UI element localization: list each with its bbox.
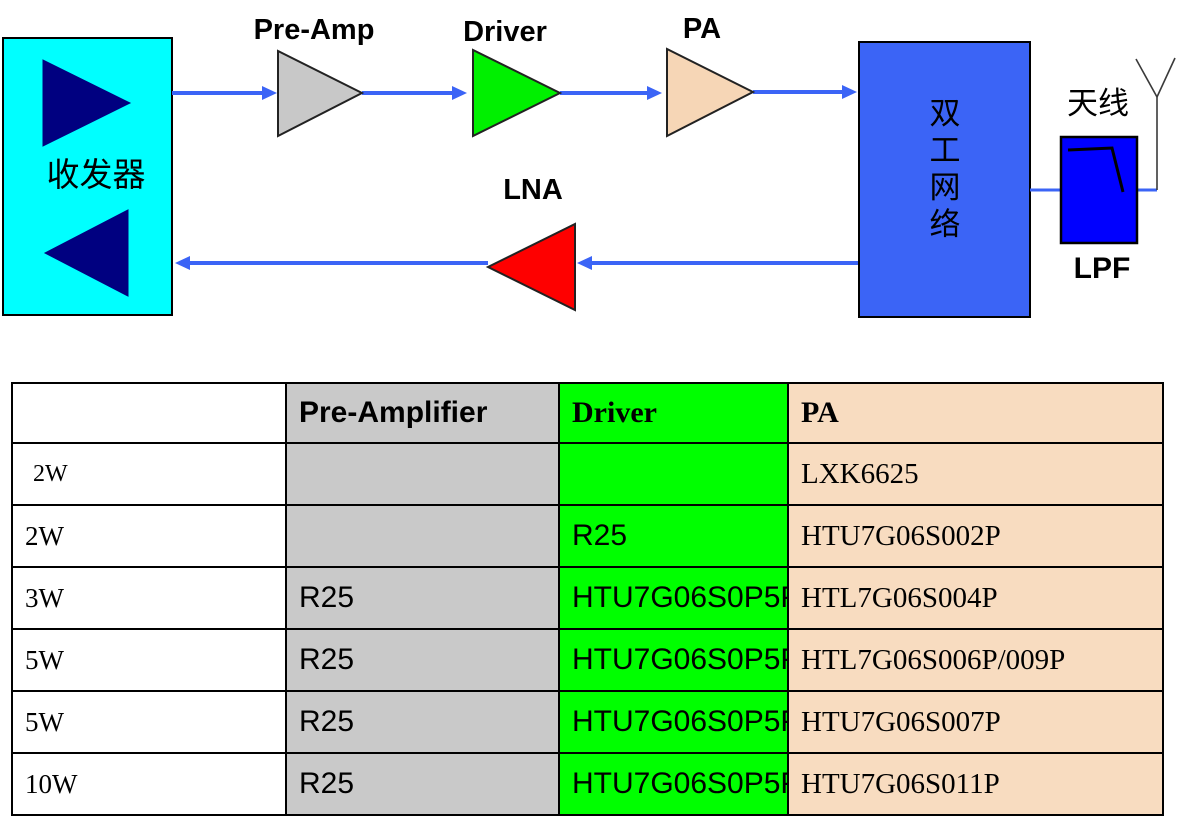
cell-power: 5W [11, 628, 287, 692]
antenna-label: 天线 [1067, 86, 1129, 121]
cell-pa: HTL7G06S004P [787, 566, 1164, 630]
lpf-label: LPF [1073, 252, 1131, 285]
rf-chain-diagram [2, 37, 1176, 318]
antenna-icon [1135, 57, 1176, 190]
cell-power: 2W [11, 442, 287, 506]
lna-label: LNA [503, 174, 563, 206]
driver-label: Driver [463, 16, 547, 48]
rx-arrow-icon [43, 209, 129, 297]
table-row: 2W R25 HTU7G06S002P [11, 504, 1164, 568]
cell-pa: LXK6625 [787, 442, 1164, 506]
preamp-label: Pre-Amp [253, 14, 375, 46]
pa-triangle [666, 47, 756, 138]
table-row: 5W R25 HTU7G06S0P5P HTL7G06S006P/009P [11, 628, 1164, 692]
wire-tx-1-arrowhead [262, 86, 277, 100]
cell-preamp: R25 [285, 566, 560, 630]
header-pa: PA [787, 382, 1164, 444]
wire-tx-3-arrowhead [647, 86, 662, 100]
lpf-box [1059, 135, 1139, 245]
pa-label: PA [682, 13, 722, 45]
header-driver: Driver [558, 382, 789, 444]
transceiver-label: 收发器 [46, 158, 146, 194]
cell-preamp: R25 [285, 690, 560, 754]
table-row: 3W R25 HTU7G06S0P5P HTL7G06S004P [11, 566, 1164, 630]
cell-pa: HTU7G06S002P [787, 504, 1164, 568]
cell-driver: HTU7G06S0P5P [558, 628, 789, 692]
wire-rx-2-arrowhead [175, 256, 190, 270]
amplifier-lineup-table: Pre-Amplifier Driver PA 2W LXK6625 2W R2… [11, 382, 1164, 816]
duplexer-box [858, 41, 1031, 318]
cell-driver: HTU7G06S0P5P [558, 566, 789, 630]
cell-power: 2W [11, 504, 287, 568]
wire-tx-2-arrowhead [452, 86, 467, 100]
cell-driver: R25 [558, 504, 789, 568]
header-preamp: Pre-Amplifier [285, 382, 560, 444]
cell-preamp: R25 [285, 628, 560, 692]
cell-driver [558, 442, 789, 506]
cell-preamp: R25 [285, 752, 560, 816]
cell-driver: HTU7G06S0P5P [558, 752, 789, 816]
table-header-row: Pre-Amplifier Driver PA [11, 382, 1164, 444]
duplexer-label: 双工网络 [929, 96, 961, 242]
cell-power: 5W [11, 690, 287, 754]
cell-power: 3W [11, 566, 287, 630]
wire-tx-4-arrowhead [842, 85, 857, 99]
cell-pa: HTL7G06S006P/009P [787, 628, 1164, 692]
wire-rx-1-arrowhead [577, 256, 592, 270]
preamp-triangle [277, 49, 365, 138]
lna-triangle [485, 222, 576, 312]
header-power [11, 382, 287, 444]
cell-pa: HTU7G06S011P [787, 752, 1164, 816]
table-row: 10W R25 HTU7G06S0P5P HTU7G06S011P [11, 752, 1164, 816]
table-row: 2W LXK6625 [11, 442, 1164, 506]
cell-pa: HTU7G06S007P [787, 690, 1164, 754]
table-row: 5W R25 HTU7G06S0P5P HTU7G06S007P [11, 690, 1164, 754]
lowpass-response-icon [1067, 146, 1125, 193]
driver-triangle [472, 48, 563, 138]
tx-arrow-icon [42, 59, 132, 147]
cell-preamp [285, 442, 560, 506]
cell-power: 10W [11, 752, 287, 816]
cell-driver: HTU7G06S0P5P [558, 690, 789, 754]
cell-preamp [285, 504, 560, 568]
